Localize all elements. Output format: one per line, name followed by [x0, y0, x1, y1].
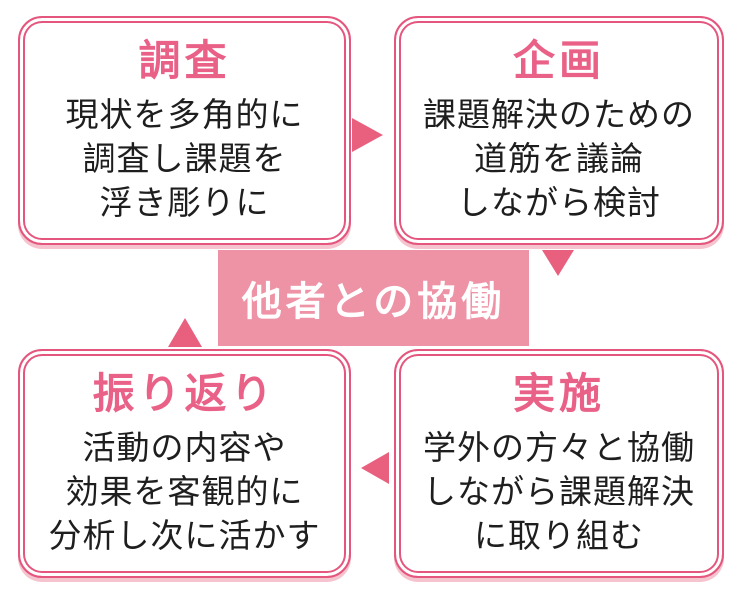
arrow-right-icon	[352, 118, 383, 152]
step-line: 効果を客観的に	[65, 473, 304, 510]
step-body-survey: 現状を多角的に 調査し課題を 浮き彫りに	[66, 93, 304, 225]
step-line: 分析し次に活かす	[48, 517, 321, 554]
step-body-implementation: 学外の方々と協働 しながら課題解決 に取り組む	[423, 426, 695, 558]
step-box-survey: 調査 現状を多角的に 調査し課題を 浮き彫りに	[18, 16, 351, 245]
step-title-planning: 企画	[512, 37, 605, 84]
arrow-down-icon	[542, 250, 574, 276]
step-line: に取り組む	[474, 517, 644, 554]
step-body-planning: 課題解決のための 道筋を議論 しながら検討	[423, 93, 695, 225]
step-line: 道筋を議論	[474, 140, 644, 177]
step-title-reflection: 振り返り	[92, 370, 277, 417]
center-band-label: 他者との協働	[241, 280, 506, 324]
center-band: 他者との協働	[218, 250, 529, 346]
arrow-up-icon	[168, 318, 202, 347]
step-title-implementation: 実施	[512, 370, 605, 417]
step-line: 学外の方々と協働	[423, 429, 695, 466]
step-body-reflection: 活動の内容や 効果を客観的に 分析し次に活かす	[49, 426, 321, 558]
step-box-planning: 企画 課題解決のための 道筋を議論 しながら検討	[394, 16, 724, 245]
arrow-left-icon	[361, 452, 389, 484]
step-line: しながら検討	[457, 184, 661, 221]
step-line: しながら課題解決	[423, 473, 695, 510]
step-line: 活動の内容や	[82, 429, 287, 466]
step-line: 調査し課題を	[82, 140, 287, 177]
step-line: 現状を多角的に	[65, 96, 304, 133]
step-box-implementation: 実施 学外の方々と協働 しながら課題解決 に取り組む	[394, 349, 724, 578]
step-title-survey: 調査	[138, 37, 231, 84]
step-line: 課題解決のための	[423, 96, 695, 133]
step-box-reflection: 振り返り 活動の内容や 効果を客観的に 分析し次に活かす	[18, 349, 351, 578]
step-line: 浮き彫りに	[99, 184, 270, 221]
